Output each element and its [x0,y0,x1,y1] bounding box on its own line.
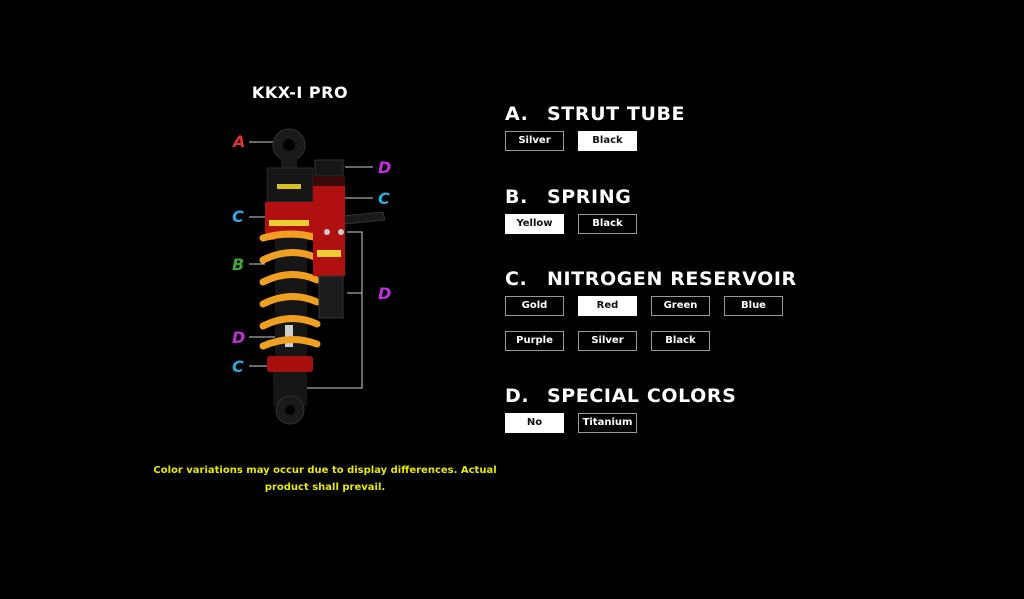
label-c-upper-body: C [232,207,244,226]
option-titanium-button[interactable]: Titanium [578,413,637,433]
section-title: A.STRUT TUBE [505,103,686,125]
options: No Titanium [505,413,736,433]
option-black-button[interactable]: Black [578,131,637,151]
option-silver-button[interactable]: Silver [578,331,637,351]
option-yellow-button[interactable]: Yellow [505,214,564,234]
option-green-button[interactable]: Green [651,296,710,316]
options: Silver Black [505,131,685,151]
label-c-lower-collar: C [232,357,244,376]
option-black-button[interactable]: Black [578,214,637,234]
label-d-adjusters: D [378,284,392,303]
label-c-reservoir: C [378,189,390,208]
section-spring: B.SPRING Yellow Black [505,185,637,234]
product-title: KKX-I PRO [251,83,349,102]
section-title: D.SPECIAL COLORS [505,385,737,407]
section-special-colors: D.SPECIAL COLORS No Titanium [505,384,736,433]
label-d-spring-rod: D [232,328,246,347]
option-red-button[interactable]: Red [578,296,637,316]
label-b-spring: B [232,255,245,274]
option-gold-button[interactable]: Gold [505,296,564,316]
color-disclaimer: Color variations may occur due to displa… [153,465,497,493]
options: Yellow Black [505,214,637,234]
label-a-top-eye: A [233,132,246,151]
option-silver-button[interactable]: Silver [505,131,564,151]
shock-absorber-diagram [249,128,386,425]
option-black-button[interactable]: Black [651,331,710,351]
label-d-reservoir-cap: D [378,158,392,177]
section-title: C.NITROGEN RESERVOIR [505,268,797,290]
section-title: B.SPRING [505,186,632,208]
option-blue-button[interactable]: Blue [724,296,783,316]
option-no-button[interactable]: No [505,413,564,433]
section-strut-tube: A.STRUT TUBE Silver Black [505,102,685,151]
option-purple-button[interactable]: Purple [505,331,564,351]
